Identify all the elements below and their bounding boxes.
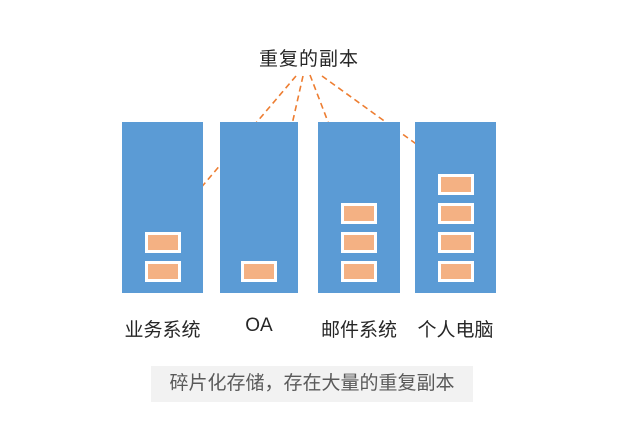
label-personal-computer: 个人电脑	[417, 320, 494, 341]
copy-rect	[144, 232, 181, 253]
copy-rect	[241, 261, 277, 282]
diagram-title: 重复的副本	[258, 49, 359, 70]
caption-banner: 碎片化存储，存在大量的重复副本	[151, 366, 473, 402]
copy-rect	[144, 261, 181, 282]
copy-rect	[437, 174, 474, 195]
column-oa	[220, 122, 298, 293]
label-oa: OA	[245, 315, 273, 336]
copy-rect	[437, 261, 474, 282]
copy-rect	[341, 203, 377, 224]
column-mail-system	[318, 122, 400, 293]
copy-rect	[341, 261, 377, 282]
column-business-system	[122, 122, 203, 293]
label-mail-system: 邮件系统	[320, 320, 397, 341]
label-business-system: 业务系统	[124, 320, 201, 341]
copy-rect	[437, 203, 474, 224]
copy-rect	[341, 232, 377, 253]
column-personal-computer	[415, 122, 496, 293]
copy-rect	[437, 232, 474, 253]
